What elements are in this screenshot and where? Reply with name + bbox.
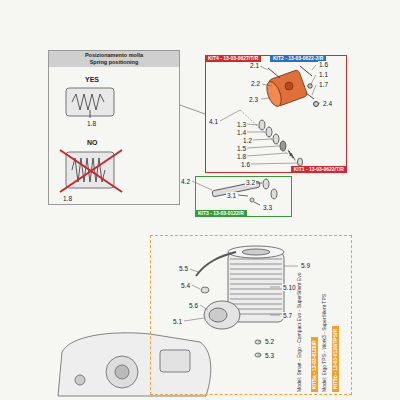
panel-header: Posizionamento mollaSpring positioning — [49, 51, 179, 67]
kit-label: KIT5b - 13-03-0120/TPS/R — [332, 326, 339, 392]
piston-rod-picture — [212, 179, 277, 205]
callout-number: 4.1 — [208, 118, 219, 125]
spring-yes-picture — [66, 88, 114, 118]
kit-label: KIT1 - 13-03-0622/T/R — [291, 166, 347, 173]
callout-number: 5.4 — [180, 282, 191, 289]
seal-rings-picture — [259, 120, 303, 166]
kit-label-text: KIT5a - 13-03-0120/R — [311, 340, 317, 389]
kit-label: KIT3 - 13-03-0122/R — [195, 210, 247, 217]
model-note: Model: Smart - Ergo - Compact Evo - Supe… — [297, 270, 303, 392]
panel-mark: YES — [84, 76, 100, 84]
callout-number: 5.1 — [172, 318, 183, 325]
kit-region: Model: Smart - Ergo - Compact Evo - Supe… — [150, 235, 352, 395]
callout-number: 5.6 — [188, 302, 199, 309]
spring-no-picture — [60, 150, 122, 192]
valve-head-picture — [264, 69, 308, 108]
callout-number: 1.5 — [236, 145, 247, 152]
callout-number: 1.1 — [318, 71, 329, 78]
kit-label-text: KIT1 - 13-03-0622/T/R — [294, 166, 344, 172]
kit-label-text: KIT2 - 13-03-0622-2/R — [273, 55, 323, 61]
callout-number: 1.6 — [318, 61, 329, 68]
spring-panel: Posizionamento mollaSpring positioning — [48, 50, 180, 205]
model-note: Model: Ergo TPS - Work3 - SuperSilent TP… — [322, 270, 328, 392]
callout-number: 2.4 — [322, 100, 333, 107]
callout-number: 1.4 — [236, 129, 247, 136]
callout-number: 4.2 — [180, 178, 191, 185]
callout-number: 1.6 — [240, 161, 251, 168]
callout-number: 1.8 — [236, 153, 247, 160]
callout-number: 5.5 — [178, 265, 189, 272]
callout-number: 3.3 — [262, 204, 273, 211]
screws-picture — [268, 66, 319, 107]
panel-title: Posizionamento molla — [49, 52, 179, 59]
callout-number: 5.9 — [300, 262, 311, 269]
kit-label-text: KIT5b - 13-03-0120/TPS/R — [332, 329, 338, 389]
leader-lines — [184, 266, 298, 355]
callout-number: 1.3 — [236, 121, 247, 128]
callout-number: 5.7 — [282, 312, 293, 319]
cylinder-picture — [196, 246, 284, 357]
callout-number: 2.3 — [248, 96, 259, 103]
panel-mark: NO — [86, 139, 99, 147]
callout-number: 3.2 — [245, 179, 256, 186]
callout-number: 5.3 — [264, 352, 275, 359]
callout-number: 1.8 — [62, 195, 73, 202]
callout-number: 2.1 — [249, 62, 260, 69]
callout-number: 3.1 — [226, 192, 237, 199]
kit-label: KIT5a - 13-03-0120/R — [311, 337, 318, 392]
crankcase-picture — [58, 333, 211, 396]
panel-title: Spring positioning — [49, 59, 179, 66]
callout-number: 1.2 — [242, 137, 253, 144]
kit-region: KIT3 - 13-03-0122/R — [195, 176, 292, 217]
callout-number: 5.2 — [264, 338, 275, 345]
callout-number: 5.10 — [282, 284, 297, 291]
callout-number: 1.8 — [86, 120, 97, 127]
callout-number: 1.7 — [318, 81, 329, 88]
leader-connector — [180, 105, 205, 114]
kit-label: KIT4 - 13-03-0627/T/R — [205, 55, 261, 62]
callout-number: 2.2 — [250, 80, 261, 87]
